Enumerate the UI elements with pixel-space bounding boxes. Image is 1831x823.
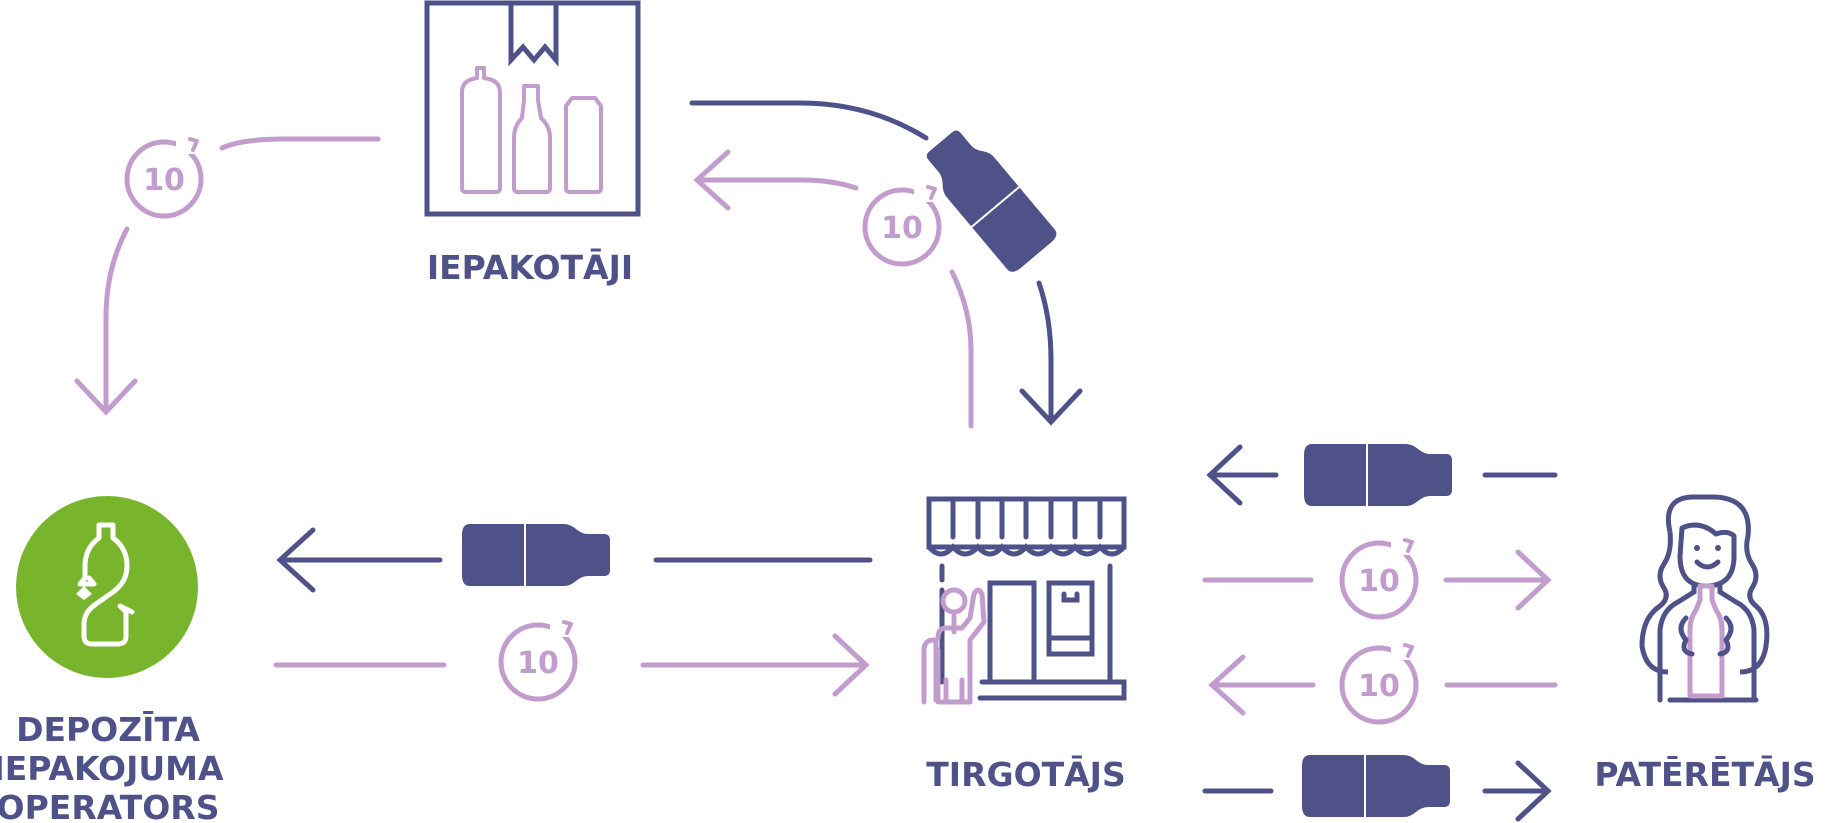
deposit-coin-icon: 10 <box>1342 537 1417 617</box>
consumer-label: PATĒRĒTĀJS <box>1594 755 1815 794</box>
person-with-bottle-icon <box>1639 494 1770 703</box>
operator-label-line-2: IEPAKOJUMA <box>0 749 224 788</box>
flow-operator-to-retailer: 10 <box>273 619 870 699</box>
svg-text:10: 10 <box>143 163 185 198</box>
deposit-coin-icon: 10 <box>501 619 576 699</box>
packagers-label: IEPAKOTĀJI <box>427 248 633 287</box>
bottle-icon <box>462 524 610 586</box>
svg-text:10: 10 <box>1358 564 1400 599</box>
retailer-node: TIRGOTĀJS <box>921 496 1127 794</box>
svg-text:10: 10 <box>1358 669 1400 704</box>
operator-label-line-3: OPERATORS <box>0 788 219 823</box>
flow-retailer-to-consumer-bottle <box>1202 755 1552 822</box>
bottle-icon <box>1302 755 1450 817</box>
operator-node: DEPOZĪTA IEPAKOJUMA OPERATORS <box>0 496 224 823</box>
operator-label-line-1: DEPOZĪTA <box>16 710 200 749</box>
svg-text:10: 10 <box>517 646 559 681</box>
flow-consumer-to-retailer-bottle <box>1206 444 1558 506</box>
flow-retailer-to-operator <box>276 524 873 593</box>
bottle-icon <box>916 121 1060 276</box>
flow-consumer-to-retailer-deposit: 10 <box>1208 642 1558 722</box>
bottle-icon <box>1304 444 1452 506</box>
packagers-node: IEPAKOTĀJI <box>424 0 641 287</box>
consumer-node: PATĒRĒTĀJS <box>1594 494 1816 794</box>
svg-text:10: 10 <box>881 211 923 246</box>
shop-icon <box>921 496 1127 705</box>
deposit-coin-icon: 10 <box>1342 642 1417 722</box>
deposit-coin-icon: 10 <box>127 136 202 216</box>
flow-retailer-to-consumer-deposit: 10 <box>1202 537 1552 617</box>
box-with-bottles-icon <box>424 0 641 217</box>
flow-packagers-to-operator: 10 <box>74 136 381 416</box>
retailer-label: TIRGOTĀJS <box>926 755 1125 794</box>
recycling-bottle-icon <box>16 496 198 678</box>
deposit-coin-icon: 10 <box>865 184 940 264</box>
flow-packagers-to-retailer <box>689 100 1083 426</box>
flow-retailer-to-packagers: 10 <box>693 149 974 429</box>
